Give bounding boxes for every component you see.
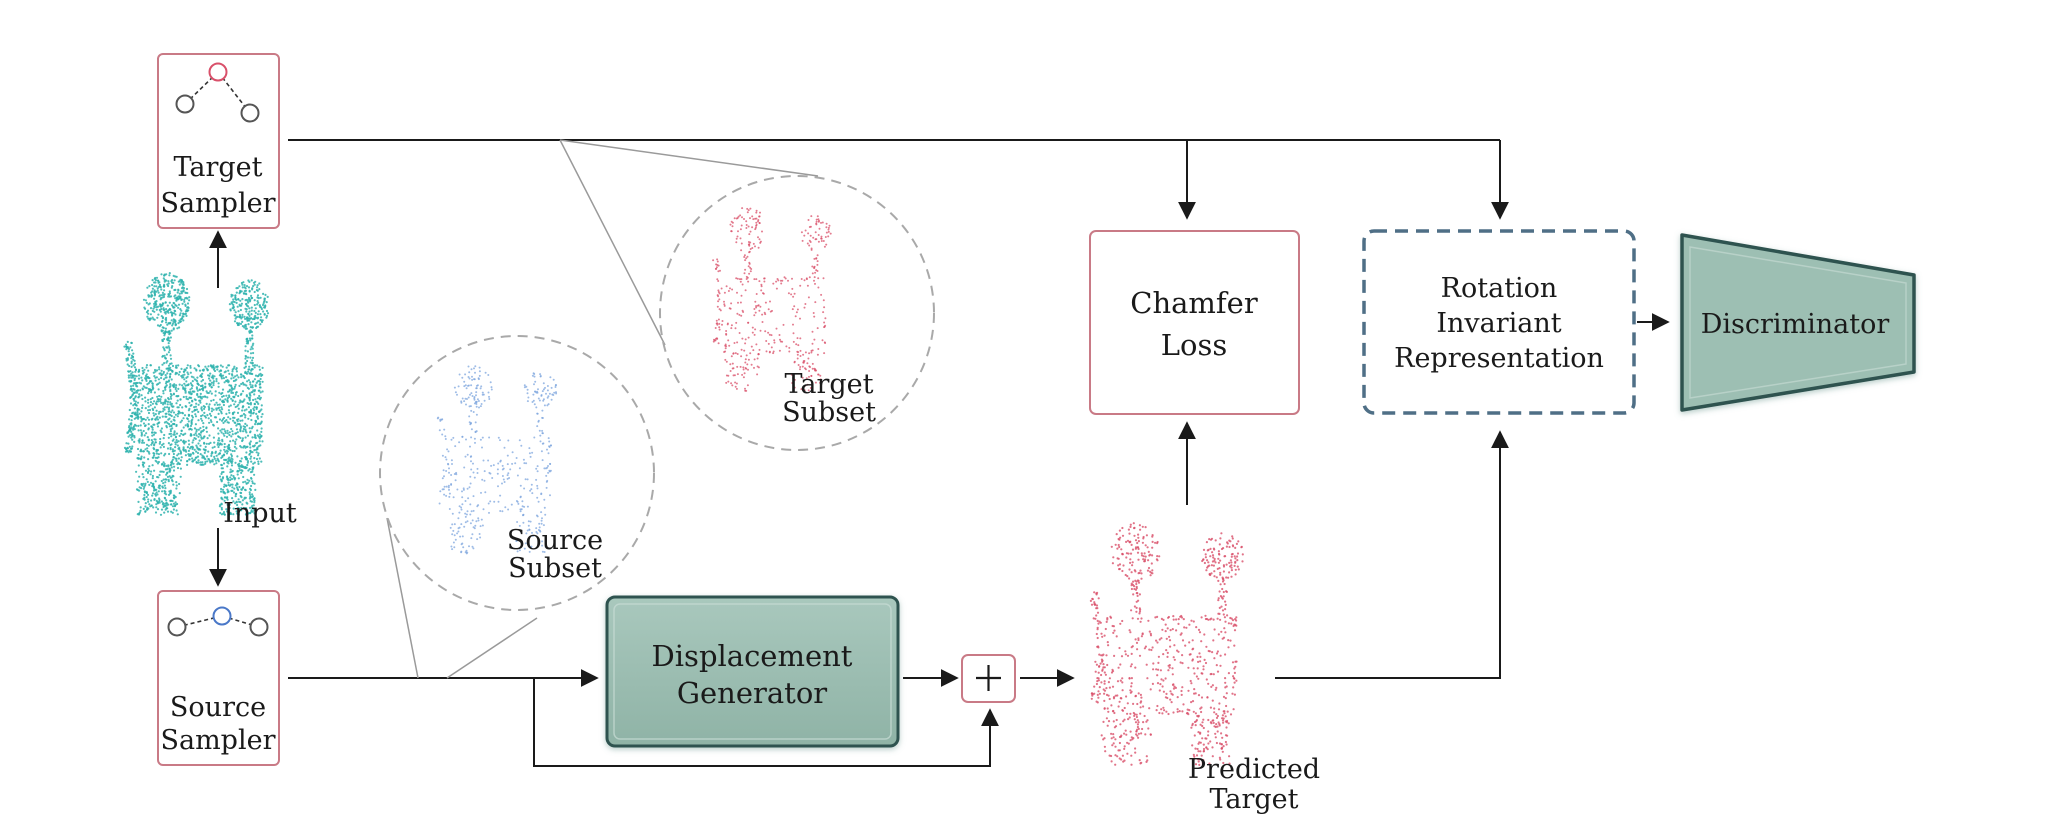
source-subset-label-2: Subset (508, 553, 602, 584)
sampler-graph-icon (175, 62, 260, 123)
target-subset-label-2: Subset (782, 397, 876, 428)
generator-label-2: Generator (677, 676, 827, 710)
target-sampler-box: Target Sampler (157, 53, 280, 229)
source-subset-point-cloud (436, 365, 558, 555)
rotation-label-3: Representation (1394, 343, 1604, 374)
sampler-graph-icon (167, 606, 269, 637)
prediction-to-rotation-line (1275, 430, 1509, 679)
discriminator-label: Discriminator (1701, 309, 1890, 340)
target-subset-label-1: Target (784, 369, 873, 400)
discriminator-block: Discriminator (1680, 233, 1916, 412)
input-point-cloud (123, 272, 270, 516)
predicted-target-label-2: Target (1209, 784, 1298, 815)
input-label: Input (223, 498, 297, 529)
zoom-guides (386, 139, 819, 679)
predicted-target-point-cloud (1089, 522, 1244, 767)
generator-label-1: Displacement (652, 639, 853, 673)
rotation-label-1: Rotation (1441, 273, 1558, 304)
source-subset-label-1: Source (507, 525, 603, 556)
chamfer-label-1: Chamfer (1130, 286, 1258, 320)
displacement-generator-box: Displacement Generator (605, 595, 900, 748)
source-sampler-label-2: Sampler (160, 725, 275, 756)
chamfer-loss-box: Chamfer Loss (1089, 230, 1300, 415)
connectors (209, 139, 1670, 767)
skip-connection-line (533, 678, 999, 767)
chamfer-label-2: Loss (1161, 328, 1227, 362)
rotation-invariant-box: Rotation Invariant Representation (1362, 229, 1636, 415)
source-sampler-box: Source Sampler (157, 590, 280, 766)
source-sampler-label-1: Source (170, 692, 266, 723)
target-sampler-label-1: Target (173, 152, 262, 183)
target-subset-point-cloud (712, 207, 832, 392)
rotation-label-2: Invariant (1436, 308, 1561, 339)
predicted-target-label-1: Predicted (1188, 754, 1320, 785)
add-operator-box (961, 654, 1016, 703)
target-subset-circle (659, 175, 935, 451)
target-sampler-label-2: Sampler (160, 188, 275, 219)
source-subset-circle (379, 335, 655, 611)
